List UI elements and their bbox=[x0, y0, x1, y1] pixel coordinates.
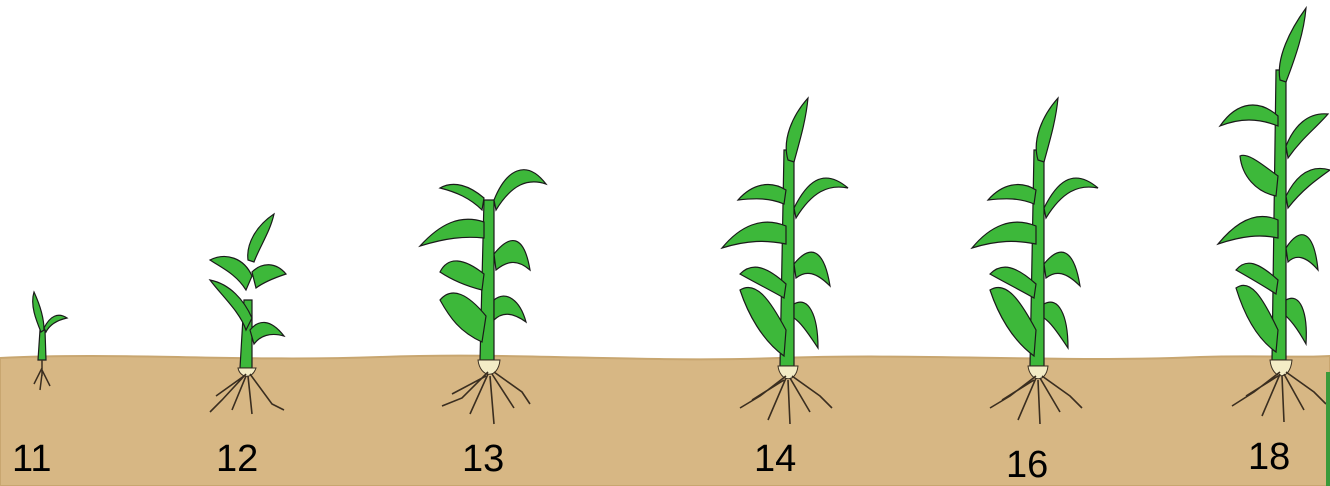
leaf bbox=[494, 241, 530, 270]
leaf bbox=[1286, 235, 1318, 270]
stage-label-18: 18 bbox=[1248, 438, 1290, 476]
stage-label-16: 16 bbox=[1006, 446, 1048, 484]
leaf bbox=[1218, 216, 1278, 244]
stem bbox=[38, 330, 46, 360]
leaf bbox=[248, 214, 274, 262]
leaf bbox=[722, 222, 786, 248]
leaf bbox=[1044, 178, 1098, 218]
leaf bbox=[1036, 98, 1058, 162]
leaf bbox=[794, 302, 818, 348]
leaf bbox=[1220, 105, 1278, 126]
leaf bbox=[440, 184, 484, 210]
leaf bbox=[1236, 285, 1278, 352]
leaf bbox=[252, 265, 286, 288]
stage-label-14: 14 bbox=[754, 440, 796, 478]
leaf bbox=[786, 98, 808, 162]
leaf bbox=[33, 292, 44, 332]
leaf bbox=[44, 315, 67, 332]
leaf bbox=[738, 185, 786, 204]
leaf bbox=[440, 261, 484, 290]
right-edge-strip bbox=[1326, 372, 1330, 486]
leaf bbox=[1286, 168, 1330, 208]
leaf bbox=[1279, 8, 1306, 82]
leaf bbox=[1240, 155, 1278, 196]
leaf bbox=[440, 293, 486, 342]
leaf bbox=[1044, 302, 1068, 348]
leaf bbox=[250, 322, 284, 344]
leaf bbox=[990, 287, 1036, 356]
leaf bbox=[420, 219, 484, 246]
soil-ground bbox=[0, 356, 1330, 486]
leaf bbox=[494, 296, 526, 322]
leaf bbox=[794, 252, 830, 286]
leaf bbox=[972, 222, 1036, 248]
leaf bbox=[1044, 252, 1080, 286]
leaf bbox=[988, 185, 1036, 204]
leaf bbox=[1286, 298, 1306, 344]
leaf bbox=[794, 178, 848, 218]
leaf bbox=[1286, 114, 1328, 158]
stage-label-13: 13 bbox=[462, 440, 504, 478]
leaf bbox=[494, 170, 546, 210]
stage-label-11: 11 bbox=[12, 440, 51, 478]
stage-label-12: 12 bbox=[216, 440, 258, 478]
leaf bbox=[740, 287, 786, 356]
